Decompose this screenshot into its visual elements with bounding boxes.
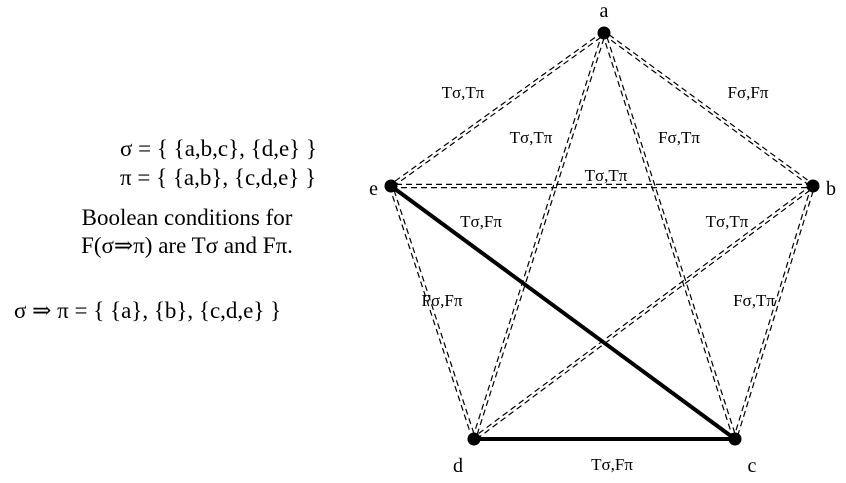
edge-label-d-c: Tσ,Fπ <box>591 455 633 474</box>
edge-b-d <box>472 184 815 441</box>
node-label-b: b <box>826 178 836 200</box>
edge-a-b <box>602 31 815 188</box>
edge-label-e-c: Tσ,Fπ <box>460 212 502 231</box>
node-label-c: c <box>748 455 757 477</box>
edge-label-b-d: Tσ,Tπ <box>706 212 749 231</box>
edge-a-c <box>601 32 738 440</box>
node-label-a: a <box>600 0 609 22</box>
node-d <box>467 432 481 446</box>
node-label-e: e <box>369 178 378 200</box>
edge-label-a-e: Tσ,Tπ <box>442 83 485 102</box>
edge-a-d <box>471 32 607 440</box>
edge-a-e <box>389 31 606 188</box>
boolean-conditions-line1: Boolean conditions for <box>81 205 293 230</box>
edge-b-c <box>732 185 816 440</box>
node-a <box>597 26 611 40</box>
node-labels-layer: a b c d e <box>369 0 836 477</box>
edge-label-e-d: Fσ,Fπ <box>422 291 463 310</box>
nodes-layer <box>384 26 820 446</box>
node-c <box>728 432 742 446</box>
edges-layer <box>388 31 816 441</box>
edge-label-b-c: Fσ,Tπ <box>733 291 775 310</box>
boolean-conditions-line2: F(σ⇒π) are Tσ and Fπ. <box>81 233 293 258</box>
edge-label-a-b: Fσ,Fπ <box>728 83 769 102</box>
edge-label-a-c: Fσ,Tπ <box>658 128 700 147</box>
pi-definition: π = { {a,b}, {c,d,e} } <box>120 165 317 190</box>
edge-e-d <box>388 185 477 440</box>
edge-label-a-d: Tσ,Tπ <box>510 128 553 147</box>
node-label-d: d <box>453 455 463 477</box>
edge-label-e-b: Tσ,Tπ <box>585 166 628 185</box>
edge-e-b <box>391 183 813 189</box>
definitions-panel: σ = { {a,b,c}, {d,e} } π = { {a,b}, {c,d… <box>0 0 380 483</box>
node-e <box>384 179 398 193</box>
node-b <box>806 179 820 193</box>
implication-result: σ ⇒ π = { {a}, {b}, {c,d,e} } <box>14 298 282 323</box>
edge-e-c <box>389 184 737 441</box>
sigma-definition: σ = { {a,b,c}, {d,e} } <box>120 136 317 161</box>
